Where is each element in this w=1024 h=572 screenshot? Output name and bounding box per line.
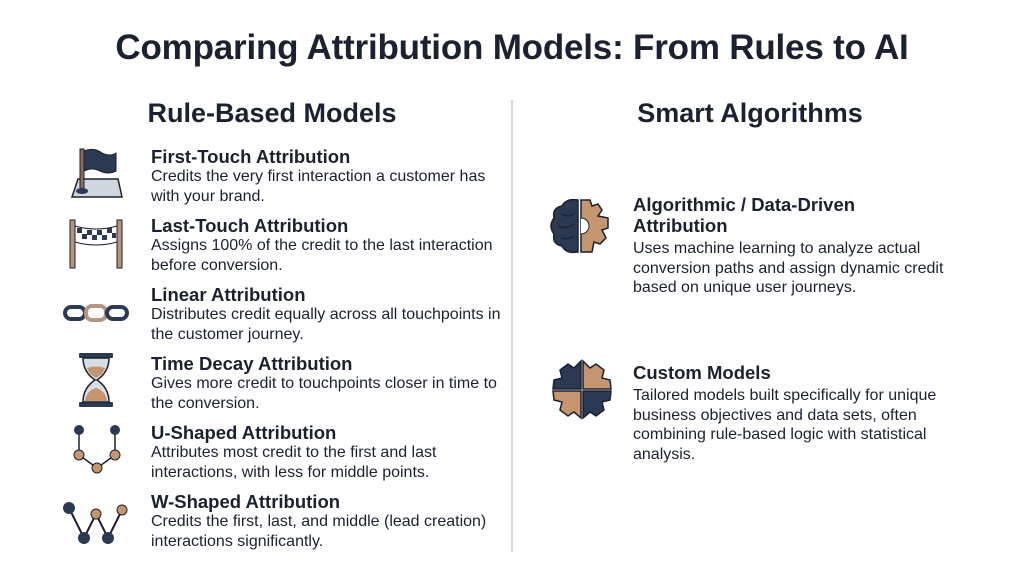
column-divider <box>511 100 513 552</box>
item-title: Last-Touch Attribution <box>151 215 349 236</box>
item-title: Linear Attribution <box>151 284 306 305</box>
rule-based-heading: Rule-Based Models <box>147 98 397 128</box>
item-title: First-Touch Attribution <box>151 146 351 167</box>
item-description: Attributes most credit to the first and … <box>151 444 437 481</box>
item-description: Assigns 100% of the credit to the last i… <box>151 237 493 274</box>
puzzle-gear-icon <box>552 359 612 420</box>
item-description: Gives more credit to touchpoints closer … <box>151 375 497 412</box>
page-title: Comparing Attribution Models: From Rules… <box>115 28 909 67</box>
brain-gear-icon <box>550 198 609 254</box>
item-title: Custom Models <box>633 362 771 383</box>
item-title: U-Shaped Attribution <box>151 422 337 443</box>
w-shape-icon <box>63 502 128 544</box>
hourglass-icon <box>79 353 113 407</box>
item-title: Time Decay Attribution <box>151 353 353 374</box>
chain-icon <box>63 304 129 322</box>
item-description: Uses machine learning to analyze actual … <box>633 240 944 296</box>
item-title: Algorithmic / Data-Driven Attribution <box>633 194 856 236</box>
item-title: W-Shaped Attribution <box>151 491 341 512</box>
flag-icon <box>70 148 123 198</box>
item-description: Credits the very first interaction a cus… <box>151 168 486 205</box>
finish-line-icon <box>69 219 123 269</box>
smart-algorithms-heading: Smart Algorithms <box>637 98 863 128</box>
u-shape-icon <box>73 425 121 474</box>
item-description: Credits the first, last, and middle (lea… <box>151 513 487 550</box>
item-description: Tailored models built specifically for u… <box>633 387 937 463</box>
item-description: Distributes credit equally across all to… <box>151 306 501 343</box>
